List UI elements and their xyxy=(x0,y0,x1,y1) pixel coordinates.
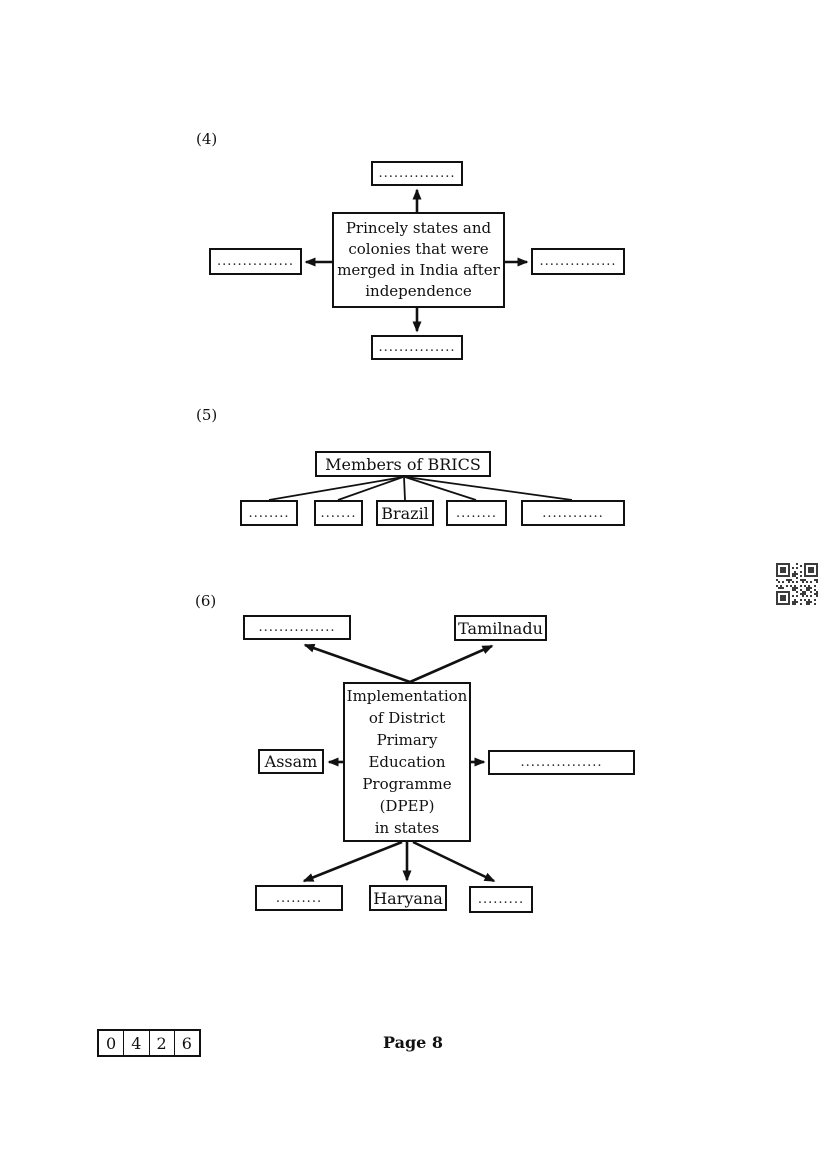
q4-right-blank-dots: ............... xyxy=(539,254,617,269)
q6-center-line-6: (DPEP) xyxy=(379,797,435,815)
q4-top-blank-dots: ............... xyxy=(378,166,456,181)
q5-parent-box: Members of BRICS xyxy=(315,451,491,477)
question-5-label: (5) xyxy=(196,406,218,424)
q4-left-blank-box: ............... xyxy=(209,248,302,275)
q4-center-line-1: Princely states and xyxy=(345,219,492,237)
q6-center-line-2: of District xyxy=(368,709,446,727)
q6-assam-box: Assam xyxy=(258,749,324,774)
q6-right-blank-dots: ................ xyxy=(520,755,603,770)
q6-bottom-right-blank-dots: ......... xyxy=(477,892,525,907)
q4-center-box: Princely states and colonies that were m… xyxy=(332,212,505,308)
q6-right-blank-box: ................ xyxy=(488,750,635,775)
q5-child-box-4: ........ xyxy=(446,500,507,526)
q6-center-box: Implementation of District Primary Educa… xyxy=(343,682,471,842)
q6-center-line-5: Programme xyxy=(362,775,452,793)
q4-bottom-blank-box: ............... xyxy=(371,335,463,360)
q5-child-box-5: ............ xyxy=(521,500,625,526)
q6-top-left-blank-dots: ............... xyxy=(258,620,336,635)
q6-haryana-box: Haryana xyxy=(369,885,447,911)
q6-tamilnadu-box: Tamilnadu xyxy=(454,615,547,641)
q5-child-box-2: ....... xyxy=(314,500,363,526)
q4-bottom-blank-dots: ............... xyxy=(378,340,456,355)
q5-child-box-brazil: Brazil xyxy=(376,500,434,526)
q4-right-blank-box: ............... xyxy=(531,248,625,275)
page-number: Page 8 xyxy=(382,1033,444,1052)
code-digit-2: 4 xyxy=(123,1031,148,1055)
code-digit-1: 0 xyxy=(106,1033,117,1053)
q4-top-blank-box: ............... xyxy=(371,161,463,186)
q6-bottom-left-blank-box: ......... xyxy=(255,885,343,911)
q5-child-5-dots: ............ xyxy=(542,505,604,521)
q6-center-line-3: Primary xyxy=(376,731,438,749)
code-digit-3: 2 xyxy=(148,1031,174,1055)
qr-code xyxy=(776,563,818,605)
q6-center-line-4: Education xyxy=(368,753,446,771)
q6-bottom-left-blank-dots: ......... xyxy=(275,890,323,906)
q5-child-4-dots: ........ xyxy=(455,505,498,521)
q6-center-line-7: in states xyxy=(374,819,440,837)
q5-child-1-dots: ........ xyxy=(248,505,290,521)
question-6-label: (6) xyxy=(195,592,217,610)
q5-child-2-dots: ....... xyxy=(320,505,357,521)
q4-left-blank-dots: ............... xyxy=(217,254,294,269)
answer-code-grid: 0 4 2 6 xyxy=(97,1029,201,1057)
q4-center-line-3: merged in India after xyxy=(337,261,500,279)
q4-center-line-4: independence xyxy=(365,282,472,300)
q6-bottom-right-blank-box: ......... xyxy=(469,886,533,913)
q6-top-left-blank-box: ............... xyxy=(243,615,351,640)
q5-child-box-1: ........ xyxy=(240,500,298,526)
q4-center-line-2: colonies that were xyxy=(348,240,489,258)
code-digit-4: 6 xyxy=(173,1031,199,1055)
q6-center-line-1: Implementation xyxy=(346,687,468,705)
question-4-label: (4) xyxy=(196,130,218,148)
